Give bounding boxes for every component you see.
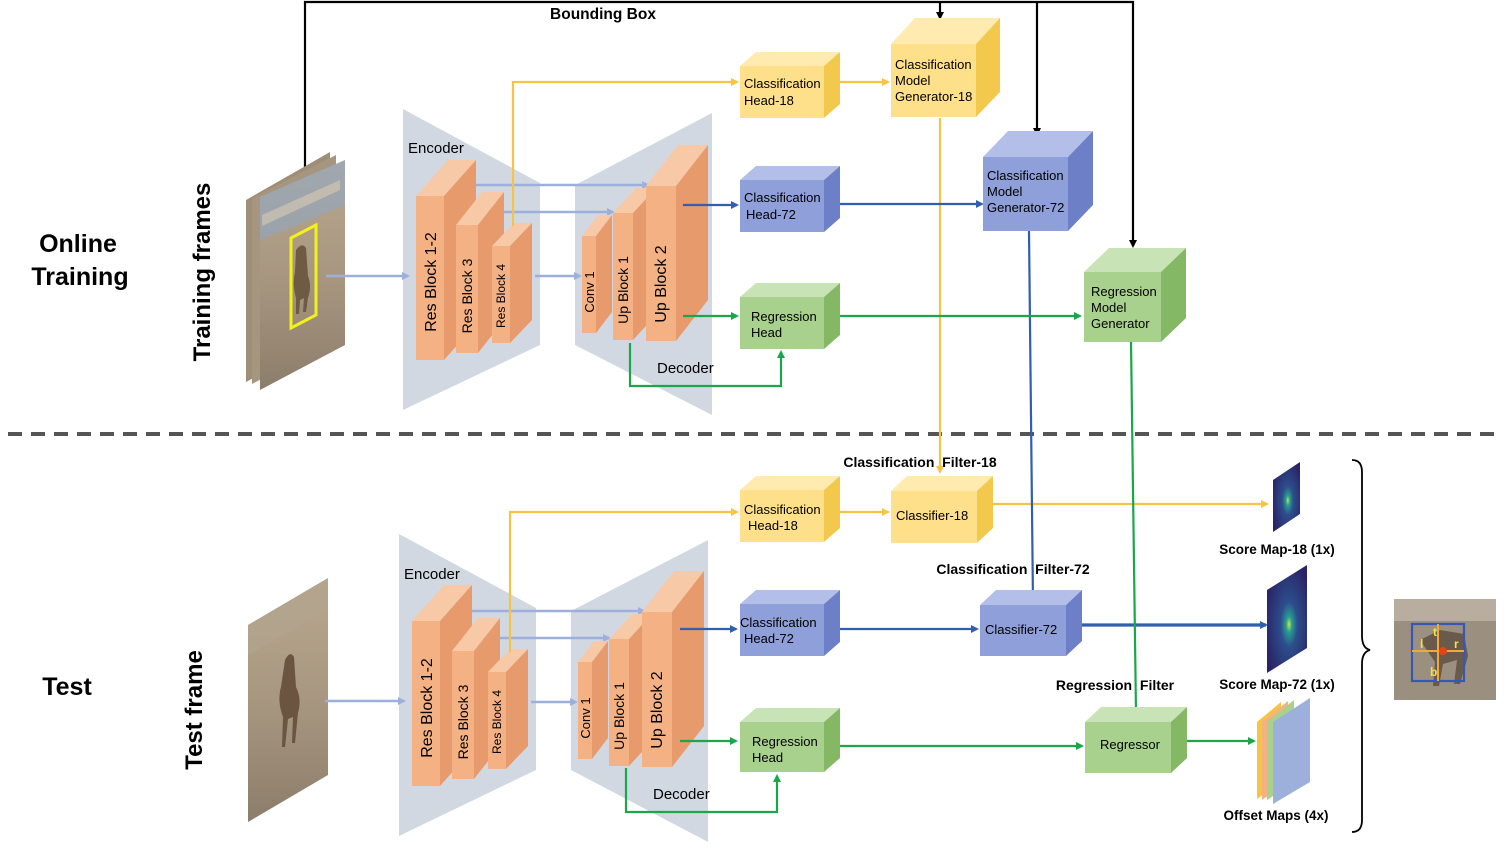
training-frames-label: Training frames (189, 183, 216, 362)
train-cls-gen-72-l1: Classification (987, 168, 1064, 183)
test-regressor-label: Regressor (1100, 737, 1161, 752)
green-paths (624, 312, 1256, 814)
test-cls-head-18 (740, 476, 840, 542)
train-reg-gen (1084, 248, 1186, 342)
train-cls-head-18 (740, 52, 840, 118)
test-conv1-label: Conv 1 (578, 697, 593, 738)
train-reg-head (740, 283, 840, 349)
test-cls-head-18-l1: Classification (744, 502, 821, 517)
test-res-block-4 (488, 649, 528, 769)
test-up1-label: Up Block 1 (611, 682, 627, 750)
train-cls-gen-72-l3: Generator-72 (987, 200, 1064, 215)
test-label: Test (42, 673, 92, 701)
yellow-paths (508, 78, 1269, 652)
target-bounding-box (289, 222, 318, 331)
train-reg-gen-l2: Model (1091, 300, 1127, 315)
test-cls-head-72 (740, 590, 840, 656)
train-cls-head-72 (740, 166, 840, 232)
result-l-label: l (1420, 637, 1423, 651)
train-reg-gen-l3: Generator (1091, 316, 1150, 331)
train-cls-gen-72-l2: Model (987, 184, 1023, 199)
train-cls-head-72-l2: Head-72 (746, 207, 796, 222)
train-up1-label: Up Block 1 (615, 256, 631, 324)
encoder-train-label: Encoder (408, 140, 464, 157)
decoder-test-label: Decoder (653, 786, 710, 803)
test-classifier-18 (891, 476, 993, 543)
score-map-72 (1267, 565, 1307, 673)
train-reg-gen-l1: Regression (1091, 284, 1157, 299)
train-res12-label: Res Block 1-2 (423, 232, 440, 332)
test-classifier-72-label: Classifier-72 (985, 622, 1057, 637)
test-reg-head-l1: Regression (752, 734, 818, 749)
cls-filter-72-label: Classification Filter-72 (936, 561, 1089, 577)
train-cls-gen-72 (983, 131, 1093, 231)
bounding-box-connector (303, 0, 1137, 248)
train-cls-gen-18-l2: Model (895, 73, 931, 88)
offset-maps-label: Offset Maps (4x) (1223, 808, 1328, 823)
bounding-box-label: Bounding Box (550, 6, 656, 23)
score-map-72-label: Score Map-72 (1x) (1219, 677, 1335, 692)
test-classifier-18-label: Classifier-18 (896, 508, 968, 523)
test-frame-image (248, 578, 328, 822)
score-map-18-label: Score Map-18 (1x) (1219, 542, 1335, 557)
test-reg-head-l2: Head (752, 750, 783, 765)
train-reg-head-l2: Head (751, 325, 782, 340)
test-res4-label: Res Block 4 (490, 690, 504, 754)
test-regressor (1085, 707, 1187, 773)
train-cls-head-18-l2: Head-18 (744, 93, 794, 108)
result-t-label: t (1433, 625, 1437, 639)
train-res4-label: Res Block 4 (494, 264, 508, 328)
test-conv-1 (578, 641, 608, 759)
blue-paths (680, 200, 1268, 633)
output-brace (1351, 459, 1371, 833)
train-cls-gen-18-l3: Generator-18 (895, 89, 972, 104)
test-reg-head (740, 708, 840, 772)
result-image: t l r b (1394, 599, 1496, 700)
reg-filter-label: Regression Filter (1056, 677, 1175, 693)
training-frames-image (246, 152, 345, 390)
train-conv1-label: Conv 1 (582, 271, 597, 312)
test-cls-head-18-l2: Head-18 (748, 518, 798, 533)
result-b-label: b (1430, 665, 1437, 679)
train-up2-label: Up Block 2 (653, 245, 670, 322)
test-frame-label: Test frame (181, 650, 208, 770)
decoder-train-label: Decoder (657, 360, 714, 377)
train-conv-1 (582, 215, 612, 333)
encoder-test-label: Encoder (404, 566, 460, 583)
train-cls-gen-18-l1: Classification (895, 57, 972, 72)
train-cls-head-72-l1: Classification (744, 190, 821, 205)
cls-filter-18-label: Classification Filter-18 (843, 454, 996, 470)
train-up-block-2 (646, 145, 708, 341)
test-res3-label: Res Block 3 (455, 684, 471, 759)
train-cls-head-18-l1: Classification (744, 76, 821, 91)
result-r-label: r (1454, 637, 1459, 651)
offset-maps (1257, 698, 1310, 804)
test-up-block-2 (642, 571, 704, 767)
train-res3-label: Res Block 3 (459, 258, 475, 333)
test-cls-head-72-l2: Head-72 (744, 631, 794, 646)
score-map-18 (1273, 462, 1300, 532)
train-reg-head-l1: Regression (751, 309, 817, 324)
train-res-block-4 (492, 223, 532, 343)
online-label-line2: Training (31, 263, 128, 291)
test-up2-label: Up Block 2 (649, 671, 666, 748)
online-label-line1: Online (39, 230, 117, 258)
test-cls-head-72-l1: Classification (740, 615, 817, 630)
test-classifier-72 (980, 590, 1082, 656)
train-cls-gen-18 (891, 18, 1000, 117)
test-res12-label: Res Block 1-2 (419, 658, 436, 758)
